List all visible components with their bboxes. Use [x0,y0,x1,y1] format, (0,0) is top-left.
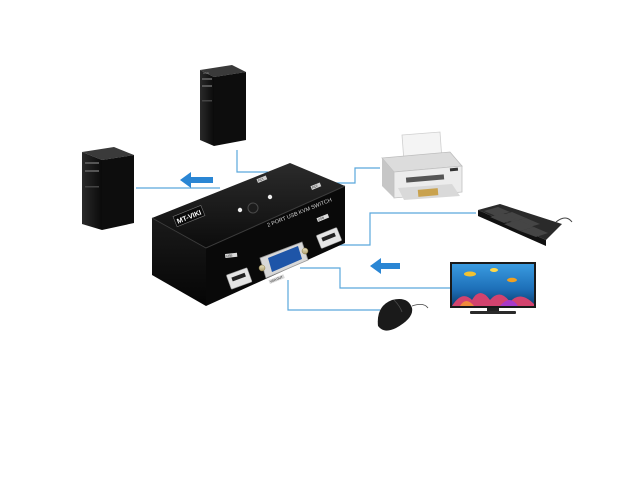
usb-port-left: USB [225,252,253,290]
status-led [267,194,273,200]
port-label-vga: VGA OUT [269,275,283,284]
pc-brand-mark: ACE [203,71,209,75]
mouse-icon [377,299,429,331]
vga-port: VGA OUT [258,241,309,284]
arrow-left-icon [370,258,400,274]
line-pc-top [236,150,268,173]
port-label-pc2: PC2 [311,184,318,190]
arrow-left-icon [180,172,213,188]
line-monitor [300,267,450,289]
port-label-usb-left: USB [226,253,233,258]
connector-lines [136,150,476,311]
monitor-icon [450,262,536,314]
tower-computer-icon: ACE [200,65,246,146]
tower-computer-icon [82,147,134,230]
line-mouse [287,280,380,311]
status-led [237,207,243,213]
usb-port-right: USB [316,213,342,249]
line-keyboard [330,212,476,246]
keyboard-icon [478,204,573,246]
port-label-pc1: PC1 [257,177,264,183]
port-label-usb-right: USB [317,216,324,222]
line-printer [330,167,380,184]
printer-icon [381,131,463,200]
kvm-switch: MT-VIKI 2 PORT USB KVM SWITCH PC1 PC2 [151,163,346,306]
select-button [247,202,259,214]
